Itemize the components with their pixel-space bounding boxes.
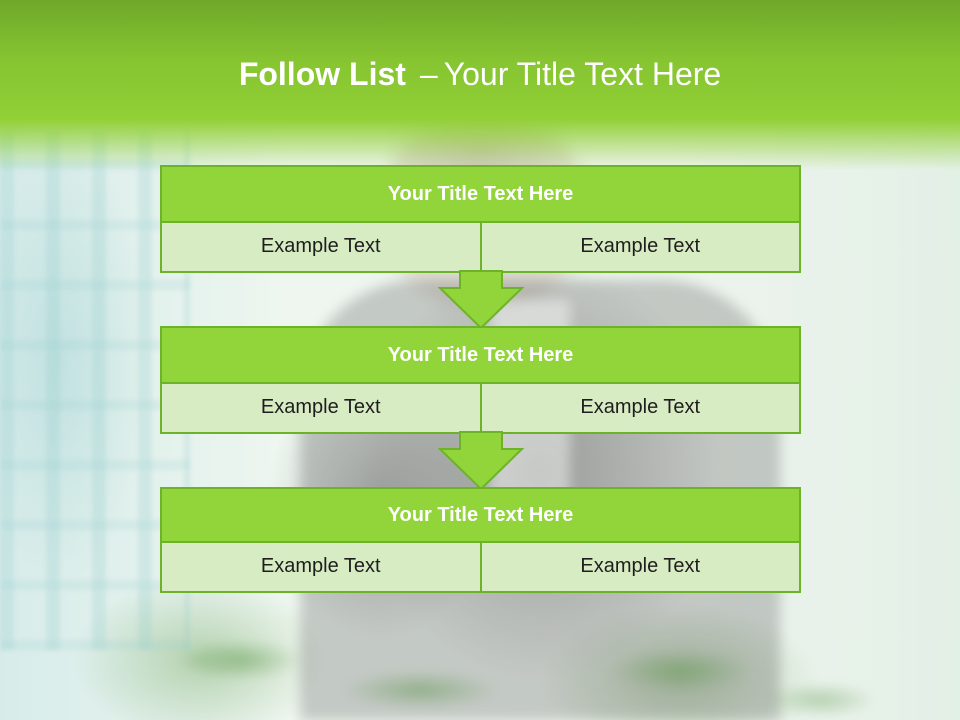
slide-title-bold: Follow List — [238, 56, 406, 92]
block-cell-right: Example Text — [481, 543, 801, 593]
block-title: Your Title Text Here — [160, 165, 801, 223]
list-block-1: Your Title Text Here Example Text Exampl… — [160, 165, 801, 273]
block-row: Example Text Example Text — [160, 223, 801, 273]
block-cell-right: Example Text — [481, 223, 801, 273]
block-cell-left: Example Text — [160, 543, 482, 593]
slide-title: Follow List–Your Title Text Here — [0, 56, 960, 93]
slide-title-separator: – — [419, 56, 438, 92]
list-block-2: Your Title Text Here Example Text Exampl… — [160, 326, 801, 434]
block-row: Example Text Example Text — [160, 384, 801, 434]
block-cell-right: Example Text — [481, 384, 801, 434]
slide-title-rest: Your Title Text Here — [443, 56, 722, 92]
block-title: Your Title Text Here — [160, 487, 801, 543]
block-cell-left: Example Text — [160, 384, 482, 434]
list-block-3: Your Title Text Here Example Text Exampl… — [160, 487, 801, 593]
background-plant — [120, 600, 900, 720]
down-arrow-icon — [438, 431, 524, 491]
block-title: Your Title Text Here — [160, 326, 801, 384]
block-row: Example Text Example Text — [160, 543, 801, 593]
header-band — [0, 0, 960, 170]
background-window — [0, 130, 190, 650]
down-arrow-icon — [438, 270, 524, 330]
block-cell-left: Example Text — [160, 223, 482, 273]
